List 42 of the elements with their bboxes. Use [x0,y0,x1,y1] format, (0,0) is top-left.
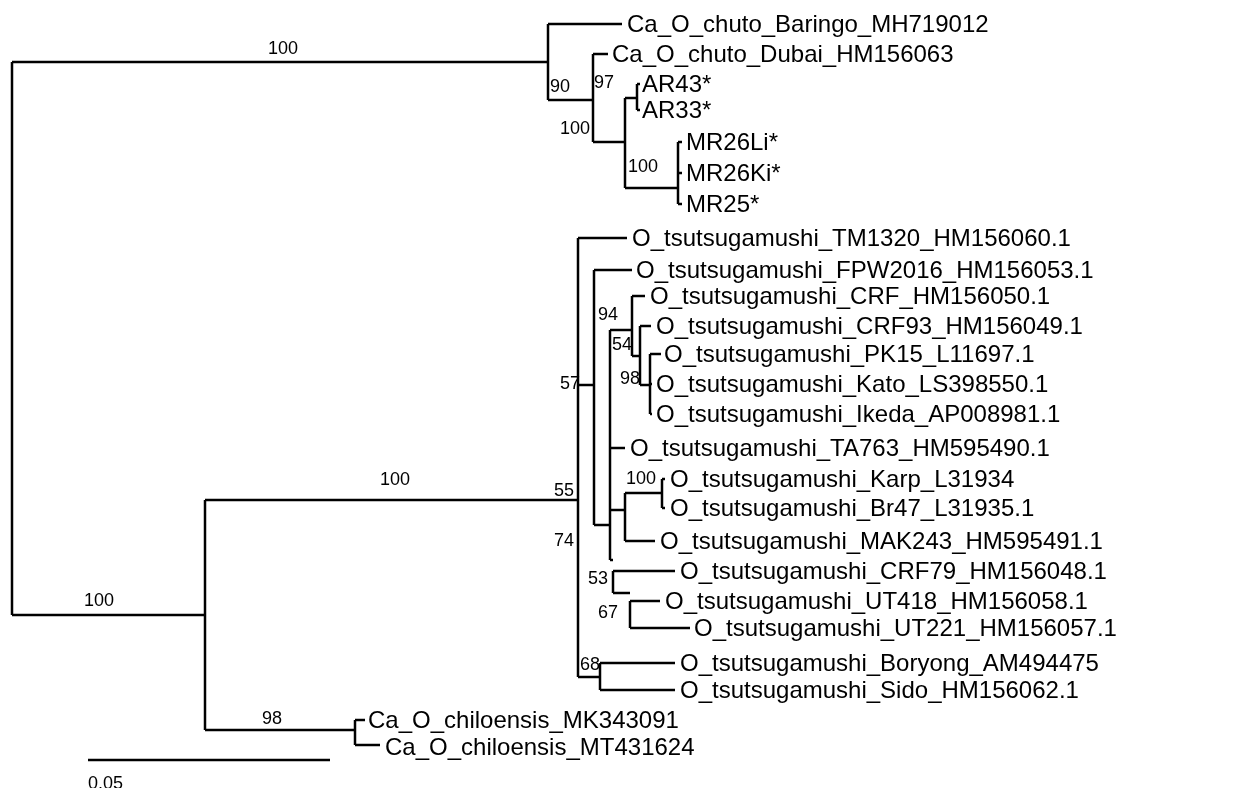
taxon-label: O_tsutsugamushi_Karp_L31934 [670,467,1015,491]
taxon-label: Ca_O_chiloensis_MT431624 [385,735,695,759]
bootstrap-value: 100 [626,469,657,487]
taxon-label: O_tsutsugamushi_UT221_HM156057.1 [694,616,1117,640]
taxon-label: O_tsutsugamushi_CRF93_HM156049.1 [656,314,1083,338]
bootstrap-value: 67 [598,603,619,621]
taxon-label: MR26Ki* [686,161,781,185]
taxon-label: O_tsutsugamushi_Ikeda_AP008981.1 [656,402,1061,426]
taxon-label: MR25* [686,192,760,216]
taxon-label: Ca_O_chuto_Dubai_HM156063 [612,42,954,66]
taxon-label: O_tsutsugamushi_UT418_HM156058.1 [665,589,1088,613]
taxon-label: Ca_O_chiloensis_MK343091 [368,708,679,732]
bootstrap-value: 100 [380,470,411,488]
taxon-label: AR33* [642,98,712,122]
bootstrap-value: 98 [620,369,641,387]
taxon-label: O_tsutsugamushi_MAK243_HM595491.1 [660,529,1103,553]
bootstrap-value: 100 [268,39,299,57]
bootstrap-value: 97 [594,73,615,91]
bootstrap-value: 90 [550,77,571,95]
taxon-label: O_tsutsugamushi_CRF79_HM156048.1 [680,559,1107,583]
taxon-label: O_tsutsugamushi_PK15_L11697.1 [664,342,1035,366]
bootstrap-value: 100 [560,119,591,137]
taxon-label: O_tsutsugamushi_Br47_L31935.1 [670,496,1035,520]
bootstrap-value: 94 [598,305,619,323]
taxon-label: O_tsutsugamushi_Kato_LS398550.1 [656,372,1049,396]
bootstrap-value: 100 [628,157,659,175]
taxon-label: O_tsutsugamushi_FPW2016_HM156053.1 [636,258,1094,282]
taxon-label: MR26Li* [686,130,779,154]
taxon-label: O_tsutsugamushi_Sido_HM156062.1 [680,678,1079,702]
bootstrap-value: 68 [580,655,601,673]
taxon-label: O_tsutsugamushi_TM1320_HM156060.1 [632,226,1071,250]
taxon-label: O_tsutsugamushi_CRF_HM156050.1 [650,284,1051,308]
taxon-label: Ca_O_chuto_Baringo_MH719012 [627,12,989,36]
bootstrap-value: 54 [612,335,633,353]
taxon-label: O_tsutsugamushi_Boryong_AM494475 [680,651,1099,675]
bootstrap-value: 74 [554,531,575,549]
bootstrap-value: 55 [554,481,575,499]
taxon-label: AR43* [642,72,712,96]
bootstrap-value: 100 [84,591,115,609]
bootstrap-value: 53 [588,569,609,587]
bootstrap-value: 98 [262,709,283,727]
taxon-label: O_tsutsugamushi_TA763_HM595490.1 [630,436,1050,460]
